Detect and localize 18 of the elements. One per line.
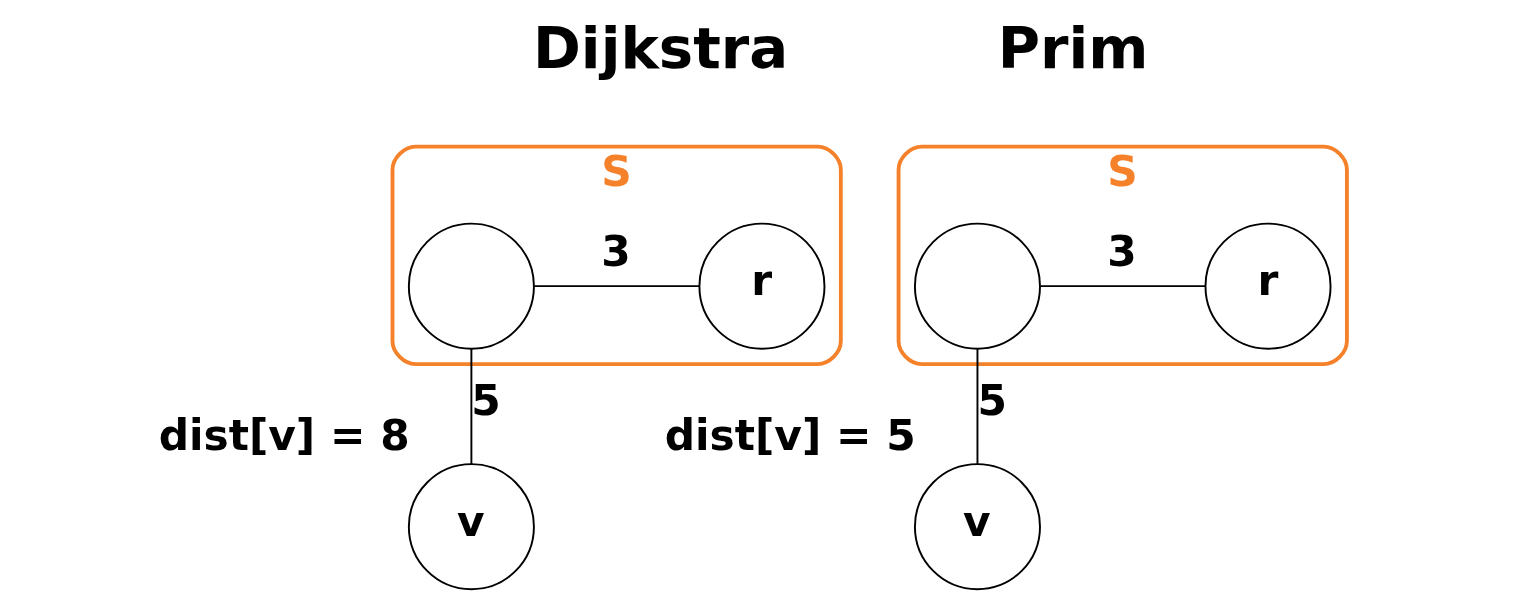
node-circle [913,222,1041,350]
node-label: dist[v] = 5 [664,410,916,460]
label: Prim [997,13,1148,82]
node-circle: v [913,463,1041,591]
node-label: dist[v] = 8 [158,410,410,460]
node-circle: r [1204,222,1331,350]
edge-label: 5 [976,376,1007,426]
node-circle [407,222,535,350]
connector [469,348,472,465]
node-circle: v [407,463,535,591]
connector [532,285,700,288]
edge-label: 3 [600,227,631,277]
label: Dijkstra [532,13,788,82]
connector [976,348,978,465]
edge-label: 3 [1106,227,1137,277]
connector [1039,285,1206,288]
edge-label: 5 [470,376,501,426]
node-circle: r [697,222,825,350]
